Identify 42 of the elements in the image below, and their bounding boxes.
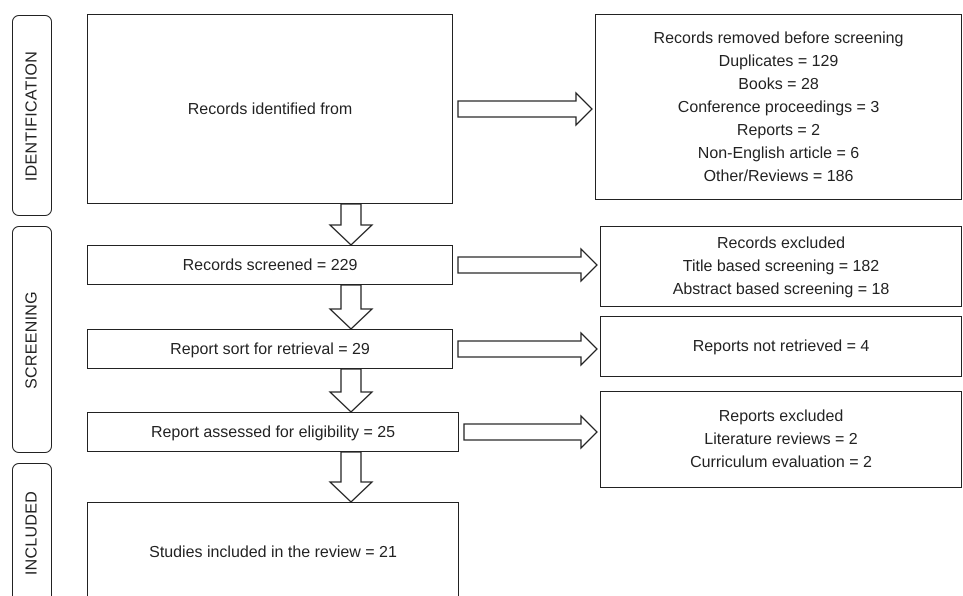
process-box [87, 245, 453, 285]
block-arrow [457, 91, 593, 127]
box-text: Report assessed for eligibility = 25 [150, 422, 396, 442]
box-text: Conference proceedings = 3 [678, 98, 880, 118]
process-box [87, 502, 459, 596]
process-box [600, 391, 962, 488]
stage-label-box [12, 226, 52, 453]
box-text: Reports not retrieved = 4 [692, 337, 870, 357]
block-arrow [457, 331, 598, 367]
block-arrow [328, 368, 374, 413]
box-text: Records screened = 229 [182, 256, 358, 276]
stage-label: SCREENING [22, 290, 42, 388]
box-text: Studies included in the review = 21 [149, 542, 397, 562]
process-box [87, 412, 459, 452]
box-text: Abstract based screening = 18 [672, 280, 890, 300]
process-box [87, 329, 453, 369]
box-text: Duplicates = 129 [718, 52, 838, 72]
block-arrow [328, 451, 374, 503]
stage-label-box [12, 463, 52, 596]
stage-label-box [12, 15, 52, 216]
box-text: Non-English article = 6 [698, 144, 860, 164]
block-arrow [328, 284, 374, 330]
box-heading: Reports excluded [718, 407, 844, 427]
box-text: Literature reviews = 2 [704, 430, 858, 450]
block-arrow [463, 414, 598, 450]
box-text: Curriculum evaluation = 2 [690, 453, 872, 473]
stage-label: INCLUDED [22, 490, 42, 576]
box-text: Other/Reviews = 186 [704, 166, 854, 186]
process-box [600, 226, 962, 307]
process-box [600, 316, 962, 377]
box-text: Reports = 2 [736, 120, 820, 140]
stage-label: IDENTIFICATION [22, 50, 42, 181]
process-box [87, 14, 453, 204]
box-text: Report sort for retrieval = 29 [170, 340, 370, 360]
block-arrow [328, 203, 374, 246]
box-heading: Records excluded [716, 234, 846, 254]
box-text: Books = 28 [738, 74, 819, 94]
box-text: Records identified from [188, 100, 352, 120]
block-arrow [457, 247, 598, 283]
process-box [595, 14, 962, 200]
box-heading: Records removed before screening [654, 28, 904, 48]
box-text: Title based screening = 182 [682, 257, 880, 277]
